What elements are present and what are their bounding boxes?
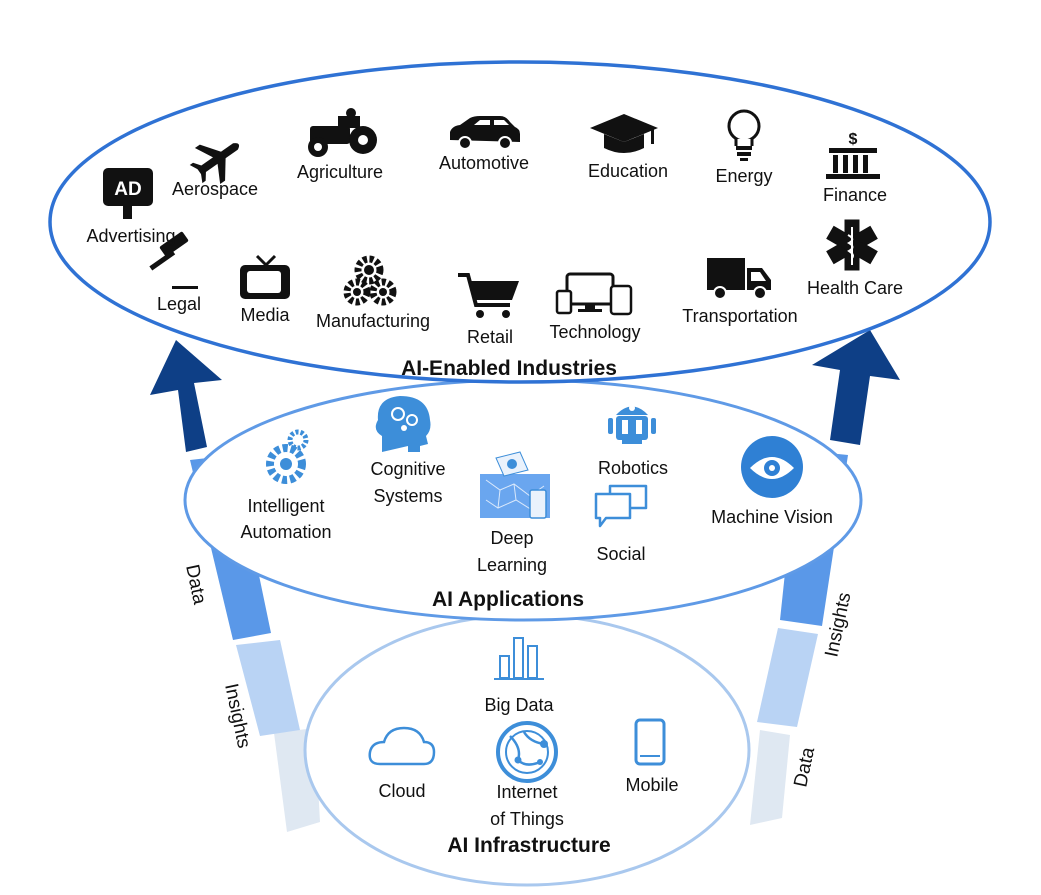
industry-label-technology: Technology — [549, 322, 640, 342]
devices-icon — [555, 272, 633, 316]
tv-icon — [240, 254, 290, 299]
truck-icon — [707, 258, 771, 300]
gears-icon — [343, 255, 397, 306]
graduation-cap-icon — [590, 114, 658, 153]
car-icon — [450, 116, 520, 150]
right-data-label: Data — [790, 745, 819, 789]
airplane-icon — [189, 143, 240, 185]
eye-icon — [741, 436, 803, 498]
infra-label-big-data: Big Data — [484, 695, 554, 715]
industry-label-energy: Energy — [715, 166, 772, 186]
star-of-life-icon — [826, 219, 878, 271]
chat-bubbles-icon — [594, 484, 648, 528]
gavel-icon — [149, 231, 198, 289]
shopping-cart-icon — [458, 273, 519, 318]
applications-title: AI Applications — [432, 588, 584, 611]
industries-title: AI-Enabled Industries — [401, 357, 617, 380]
right-arrow-head — [812, 330, 900, 445]
app-label-cognitive: Cognitive — [370, 459, 445, 479]
app-label-deep: Deep — [490, 528, 533, 548]
infrastructure-title: AI Infrastructure — [447, 834, 610, 857]
app-label-systems: Systems — [373, 486, 442, 506]
industry-label-media: Media — [240, 305, 290, 325]
infra-label-internet: Internet — [496, 782, 557, 802]
lightbulb-icon — [727, 109, 761, 161]
industry-label-legal: Legal — [157, 294, 201, 314]
infra-label-mobile: Mobile — [625, 775, 678, 795]
industry-label-transportation: Transportation — [682, 306, 797, 326]
left-data-label: Data — [181, 563, 210, 607]
robot-icon — [608, 405, 656, 444]
industry-label-education: Education — [588, 161, 668, 181]
industry-label-agriculture: Agriculture — [297, 162, 383, 182]
billboard-ad-icon: AD — [103, 168, 153, 219]
right-insights-label: Insights — [821, 591, 855, 659]
smartphone-icon — [634, 718, 666, 766]
app-label-robotics: Robotics — [598, 458, 668, 478]
bank-icon: $ — [826, 131, 880, 179]
infra-label-cloud: Cloud — [378, 781, 425, 801]
right-arrow-segment-pale — [750, 730, 790, 825]
infra-label-of-things: of Things — [490, 809, 564, 829]
bar-chart-icon — [494, 637, 544, 680]
billboard-ad-text: AD — [114, 179, 141, 200]
app-label-intelligent: Intelligent — [247, 496, 324, 516]
industry-label-retail: Retail — [467, 327, 513, 347]
globe-network-icon — [496, 721, 558, 783]
left-arrow-segment-light — [236, 640, 300, 736]
industry-label-automotive: Automotive — [439, 153, 529, 173]
automation-gears-icon — [266, 429, 309, 484]
cloud-icon — [368, 726, 436, 766]
industries-ring — [48, 60, 992, 384]
app-label-social: Social — [596, 544, 645, 564]
right-arrow-segment-light — [757, 628, 818, 727]
industry-label-aerospace: Aerospace — [172, 179, 258, 199]
tractor-icon — [308, 108, 377, 157]
industry-label-manufacturing: Manufacturing — [316, 311, 430, 331]
industry-label-finance: Finance — [823, 185, 887, 205]
app-label-automation: Automation — [240, 522, 331, 542]
deep-learning-icon — [480, 451, 550, 519]
bank-dollar-sign: $ — [849, 131, 858, 148]
app-label-machine-vision: Machine Vision — [711, 507, 833, 527]
app-label-learning: Learning — [477, 555, 547, 575]
brain-head-icon — [375, 396, 431, 452]
industry-label-health-care: Health Care — [807, 278, 903, 298]
left-arrow-head — [150, 340, 222, 452]
industry-label-advertising: Advertising — [86, 226, 175, 246]
